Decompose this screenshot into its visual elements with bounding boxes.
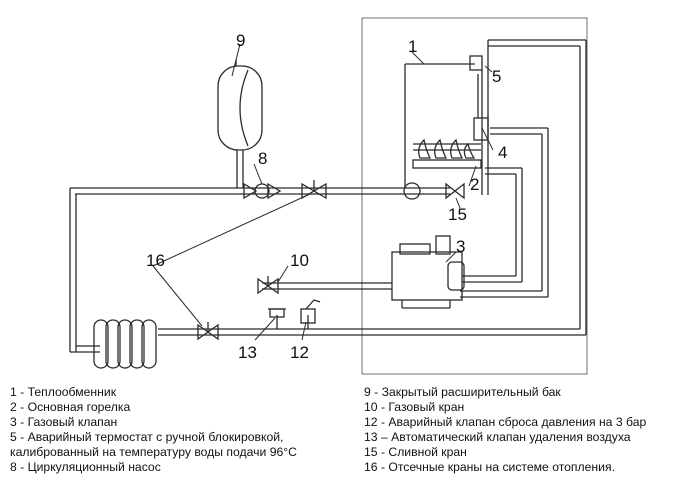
gas-cock [257, 276, 279, 295]
safety-relief-valve [300, 299, 321, 324]
expansion-tank [217, 60, 263, 151]
legend-item: 8 - Циркуляционный насос [10, 460, 161, 474]
callout-3: 3 [456, 237, 465, 256]
boiler-casing-frame [361, 17, 588, 375]
callout-13: 13 [238, 343, 257, 362]
legend-left: 1 - Теплообменник 2 - Основная горелка 3… [10, 385, 297, 475]
callout-10: 10 [290, 251, 309, 270]
radiator [93, 319, 157, 369]
legend-item: 13 – Автоматический клапан удаления возд… [364, 430, 631, 444]
heating-system-diagram: 9 8 16 10 13 12 1 5 4 2 15 3 [69, 17, 588, 375]
legend-item: 16 - Отсечные краны на системе отопления… [364, 460, 615, 474]
callout-9: 9 [236, 31, 245, 50]
callout-12: 12 [290, 343, 309, 362]
legend-item: 15 - Сливной кран [364, 445, 467, 459]
air-vent [268, 308, 286, 318]
main-burner [412, 138, 482, 169]
callout-1: 1 [408, 37, 417, 56]
callout-15: 15 [448, 205, 467, 224]
legend-item: 10 - Газовый кран [364, 400, 465, 414]
legend-item: 3 - Газовый клапан [10, 415, 118, 429]
callout-leaders [152, 43, 494, 341]
shutoff-valve-supply [301, 180, 327, 200]
legend-item: калиброванный на температуру воды подачи… [10, 445, 297, 459]
callout-2: 2 [470, 175, 479, 194]
circulation-pump [243, 182, 282, 200]
legend-item: 5 - Аварийный термостат с ручной блокиро… [10, 430, 284, 444]
legend-item: 9 - Закрытый расширительный бак [364, 385, 561, 399]
shutoff-valve-return [197, 322, 219, 341]
callout-8: 8 [258, 149, 267, 168]
limit-thermostat [473, 74, 489, 141]
drain-valve [445, 182, 465, 200]
callout-4: 4 [498, 143, 507, 162]
heat-exchanger [403, 55, 483, 200]
legend-right: 9 - Закрытый расширительный бак 10 - Газ… [364, 385, 646, 475]
callout-5: 5 [492, 67, 501, 86]
legend-item: 1 - Теплообменник [10, 385, 117, 399]
callout-16: 16 [146, 251, 165, 270]
legend-item: 2 - Основная горелка [10, 400, 131, 414]
heating-pipes [69, 39, 587, 353]
gas-valve [391, 235, 465, 309]
legend-item: 12 - Аварийный клапан сброса давления на… [364, 415, 647, 429]
